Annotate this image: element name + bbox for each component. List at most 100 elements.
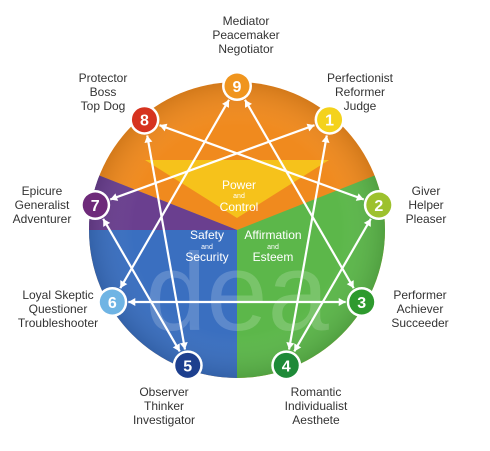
type-1-label-1: Perfectionist [326,71,394,85]
type-7-label-3: Adventurer [12,212,72,226]
arrowhead-1-4-0 [286,341,295,350]
connection-1-4 [287,135,328,350]
connection-lines [102,99,372,353]
type-5-label-3: Investigator [132,413,196,427]
arrowhead-2-8-1 [355,193,364,201]
type-node-7: 7 [80,189,111,220]
label-type-3: Performer Achiever Succeeder [391,288,448,330]
label-type-1: Perfectionist Reformer Judge [327,71,393,113]
connection-5-7 [102,218,181,353]
label-type-8: Protector Boss Top Dog [79,71,128,113]
arrowhead-7-1-0 [306,123,315,132]
type-node-6: 6 [97,287,128,317]
node-circle-3 [349,289,375,315]
node-number-6: 6 [108,295,117,312]
type-node-5: 5 [172,350,203,381]
connection-9-3 [244,99,355,289]
arrowhead-7-1-1 [110,193,119,201]
type-node-1: 1 [314,104,345,135]
arrowhead-9-3-1 [245,99,252,108]
type-2-label-3: Pleaser [405,212,447,226]
type-4-label-3: Aesthete [292,413,340,427]
type-8-label-2: Boss [89,85,117,99]
node-number-8: 8 [140,113,149,130]
type-7-label-2: Generalist [14,198,70,212]
node-number-4: 4 [282,358,291,375]
node-number-9: 9 [233,79,242,96]
label-type-5: Observer Thinker Investigator [133,385,195,427]
safety-label: Safety [190,228,224,242]
arrowhead-1-4-1 [321,135,330,144]
affirmation-label: Affirmation [244,228,301,242]
arrowhead-5-7-0 [103,218,111,227]
connection-8-5 [146,135,187,350]
arrowhead-6-9-0 [222,99,229,108]
node-circle-5 [175,352,201,378]
type-4-label-1: Romantic [290,385,342,399]
label-type-9: Mediator Peacemaker Negotiator [212,14,279,56]
node-circle-1 [317,107,343,133]
power-and: and [233,193,245,200]
node-number-7: 7 [91,198,100,215]
arrowhead-3-6-0 [128,298,136,306]
connection-7-1 [109,124,315,201]
type-8-label-1: Protector [78,71,128,85]
control-label: Control [220,200,259,214]
type-node-9: 9 [222,71,252,101]
power-label: Power [222,178,256,192]
node-number-3: 3 [357,295,366,312]
type-3-label-3: Succeeder [391,316,449,330]
type-node-4: 4 [271,350,302,381]
label-type-4: Romantic Individualist Aesthete [285,385,348,427]
type-9-label-2: Peacemaker [212,28,280,42]
arrowhead-4-2-0 [363,218,371,227]
node-number-1: 1 [325,113,334,130]
arrowhead-8-5-0 [179,341,188,350]
arrowhead-3-6-1 [338,298,346,306]
type-6-label-2: Questioner [28,302,88,316]
label-type-2: Giver Helper Pleaser [406,184,447,226]
type-node-2: 2 [363,189,394,220]
safety-and: and [201,244,213,251]
type-8-label-3: Top Dog [80,99,126,113]
center-labels: Power and Control Safety and Security Af… [185,178,301,264]
connection-2-8 [159,124,365,201]
type-7-label-1: Epicure [21,184,63,198]
type-2-label-2: Helper [408,198,444,212]
type-9-label-1: Mediator [222,14,270,28]
arrowhead-6-9-1 [120,280,128,289]
type-9-label-3: Negotiator [218,42,274,56]
arrowhead-8-5-1 [144,135,153,144]
type-5-label-2: Thinker [143,399,185,413]
type-6-label-1: Loyal Skeptic [22,288,94,302]
node-circle-9 [224,73,250,99]
label-type-7: Epicure Generalist Adventurer [13,184,72,226]
type-1-label-2: Reformer [334,85,385,99]
node-number-5: 5 [183,358,192,375]
affirmation-and: and [267,244,279,251]
esteem-label: Esteem [253,250,294,264]
node-circle-7 [82,192,108,218]
type-5-label-1: Observer [139,385,189,399]
security-label: Security [185,250,228,264]
connection-4-2 [293,218,372,353]
type-3-label-2: Achiever [396,302,444,316]
node-circle-2 [366,192,392,218]
type-node-8: 8 [129,104,160,135]
type-2-label-1: Giver [411,184,441,198]
type-4-label-2: Individualist [284,399,348,413]
node-circle-6 [99,289,125,315]
arrowhead-4-2-1 [294,343,302,352]
type-node-3: 3 [346,287,377,317]
type-6-label-3: Troubleshooter [17,316,99,330]
type-nodes: 1 2 3 4 5 6 7 8 9 [80,71,394,381]
type-3-label-1: Performer [393,288,447,302]
connection-6-9 [119,99,230,289]
node-circle-4 [273,352,299,378]
arrowhead-5-7-1 [172,343,180,352]
type-1-label-3: Judge [343,99,377,113]
label-type-6: Loyal Skeptic Questioner Troubleshooter [18,288,98,330]
arrowhead-9-3-0 [346,280,354,289]
